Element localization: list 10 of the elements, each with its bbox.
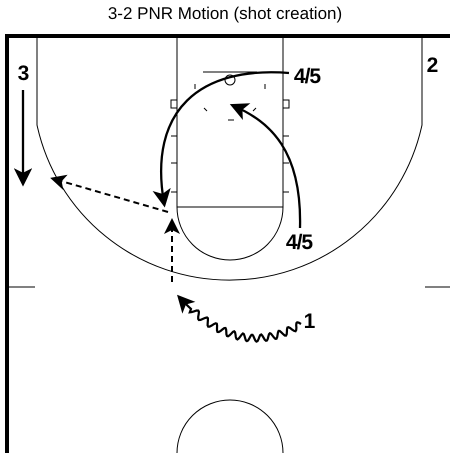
arrow [230,104,302,228]
player-number: 1 [304,310,314,334]
player-number: 3 [18,62,28,86]
player-number: 2 [426,54,438,78]
arrow [177,294,302,343]
player-number: 4/5 [286,231,312,255]
arrow [14,90,32,187]
arrow [153,71,290,208]
diagram-title: 3-2 PNR Motion (shot creation) [106,3,344,25]
player-number: 4/5 [294,65,320,89]
